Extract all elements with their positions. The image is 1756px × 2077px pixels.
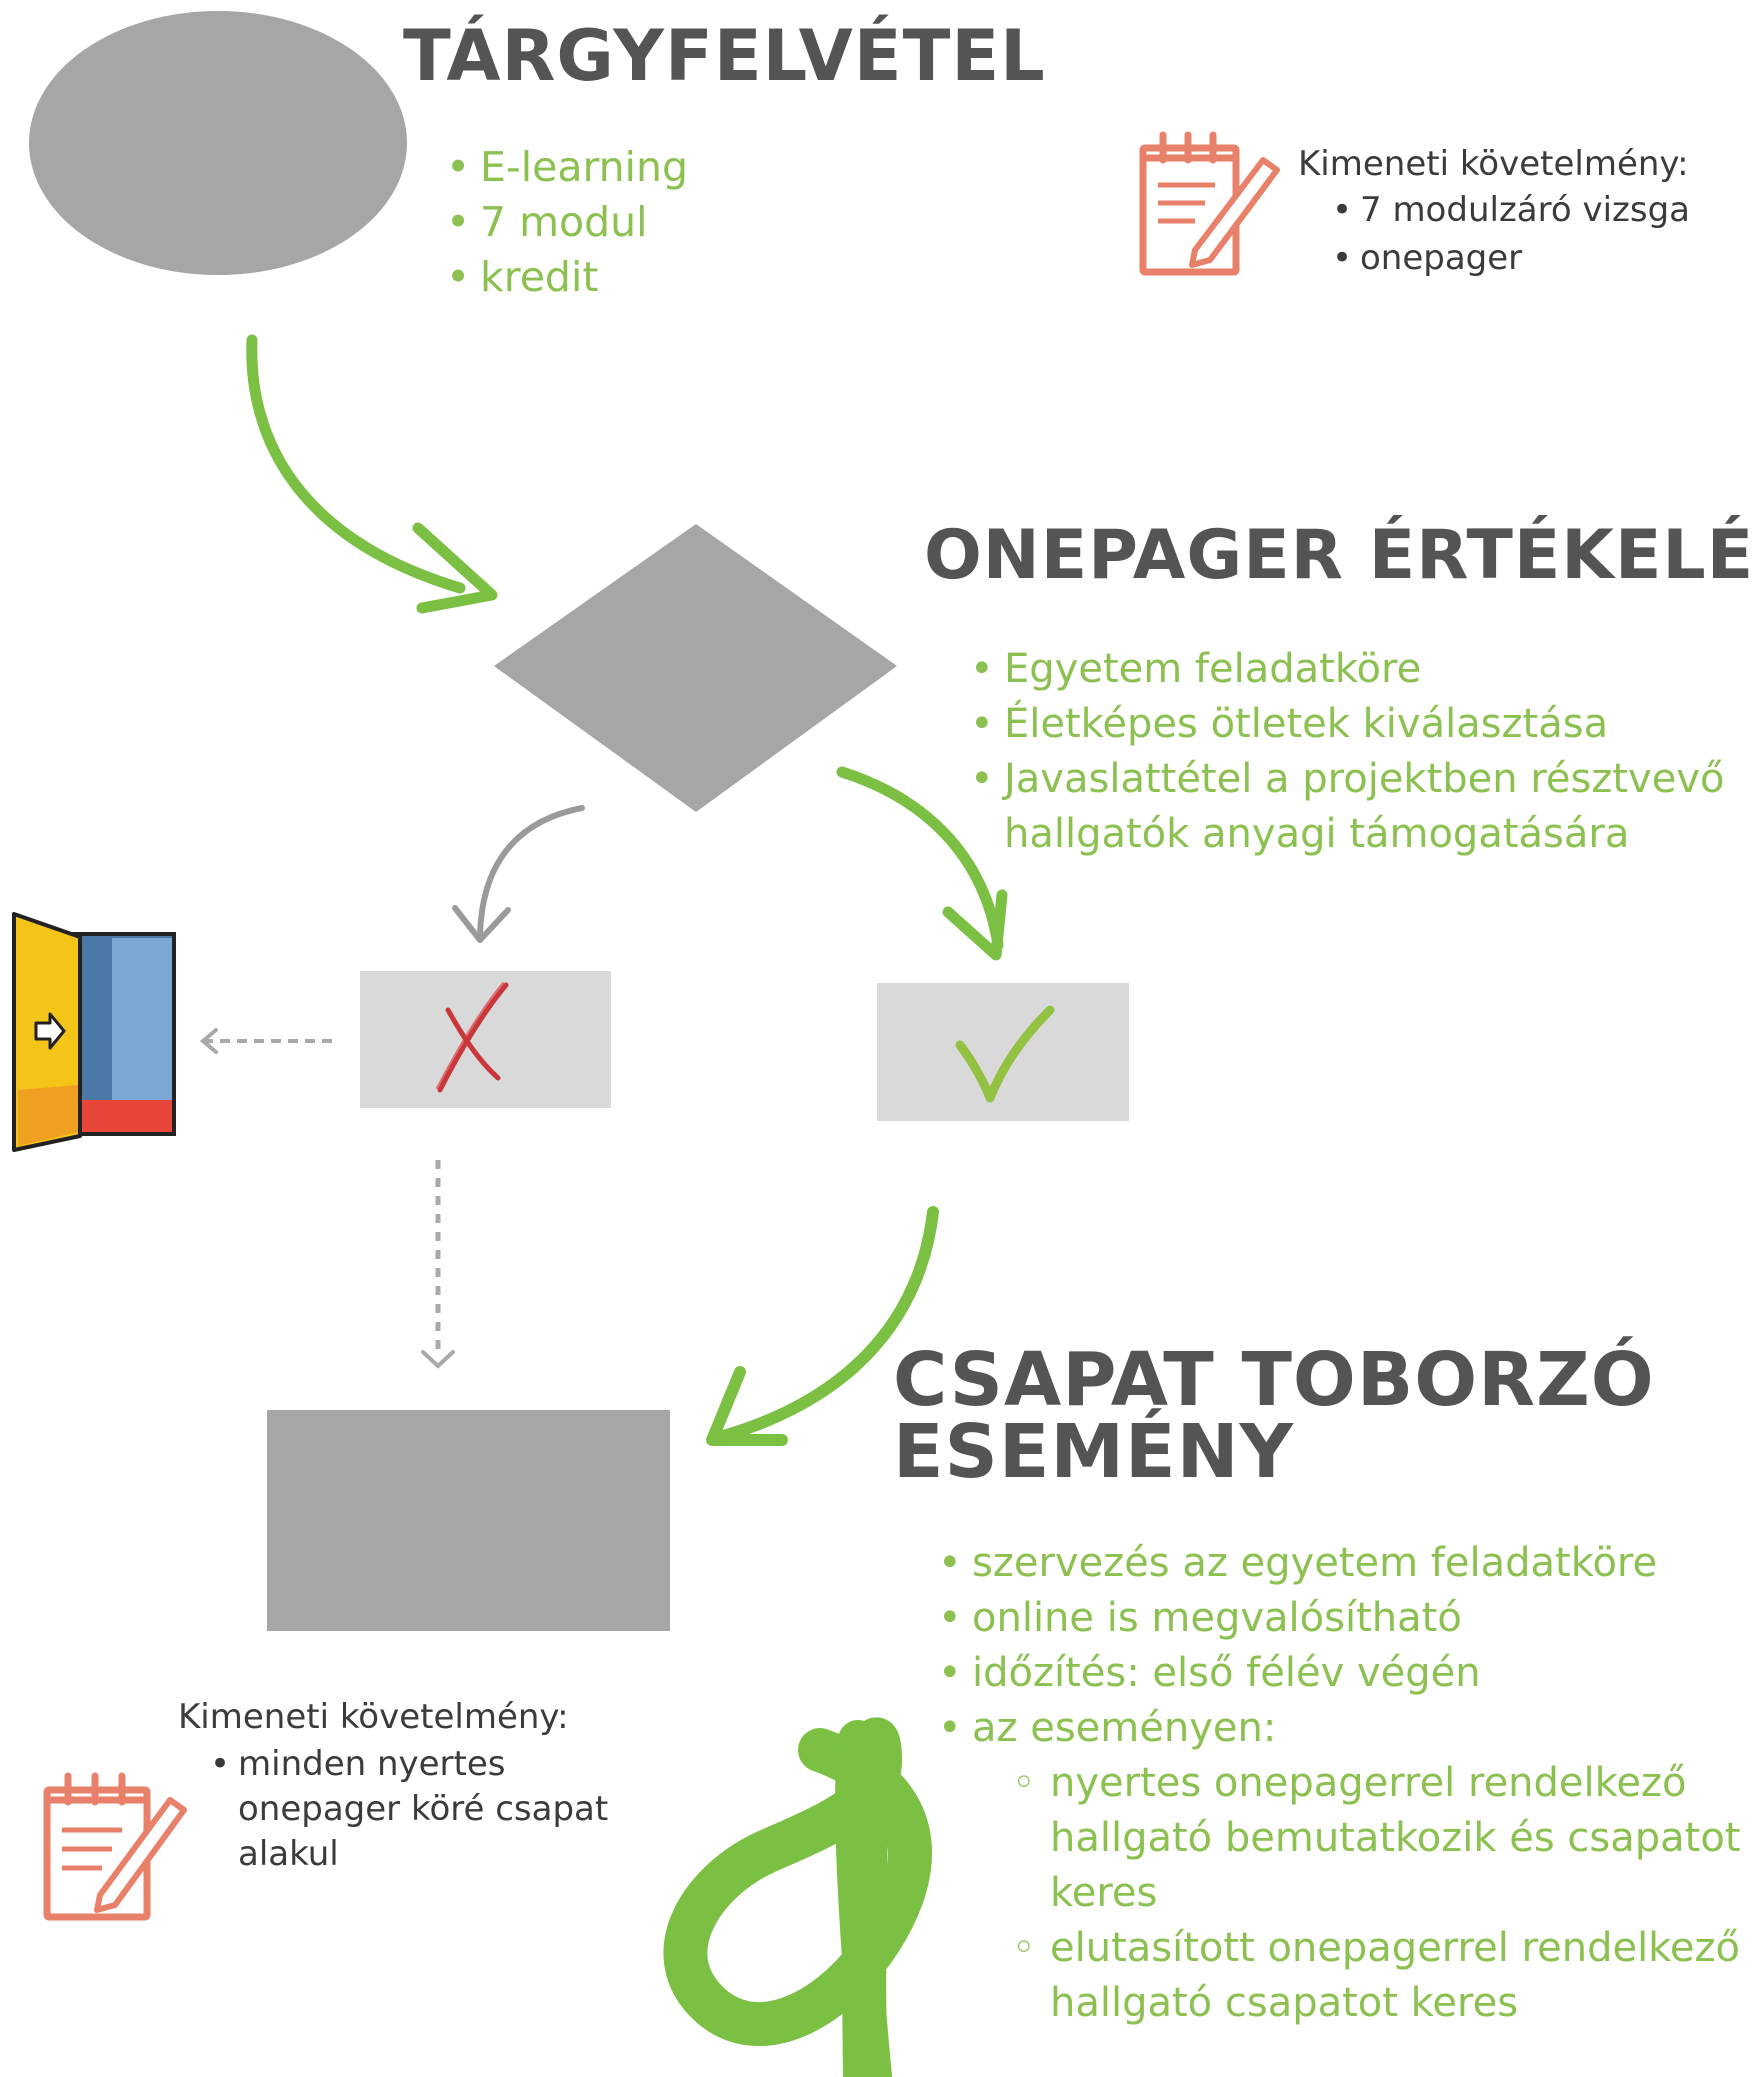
start-oval: [29, 11, 407, 275]
list-item: E-learning: [440, 140, 688, 195]
list-item: online is megvalósítható: [932, 1591, 1752, 1646]
exit-requirement-list: 7 modulzáró vizsga onepager: [1326, 186, 1690, 282]
arrow-to-accept-head: [942, 889, 1008, 961]
notepad-pencil-icon: [1139, 131, 1280, 276]
exit-door-icon: [12, 912, 176, 1152]
arrow-to-evaluation-head: [412, 522, 498, 614]
list-item: Egyetem feladatköre: [964, 642, 1754, 697]
list-item: kredit: [440, 250, 688, 305]
list-item: Javaslattétel a projektben résztvevő hal…: [964, 752, 1754, 862]
reject-box: [360, 971, 611, 1108]
check-mark-icon: [955, 1005, 1055, 1103]
arrow-to-team: [714, 1206, 939, 1443]
cross-mark-icon: [436, 982, 509, 1093]
list-item: nyertes onepagerrel rendelkező hallgató …: [972, 1756, 1752, 1921]
evaluation-title: ONEPAGER ÉRTÉKELÉS: [924, 516, 1756, 595]
list-item: szervezés az egyetem feladatköre: [932, 1536, 1752, 1591]
list-item: Életképes ötletek kiválasztása: [964, 697, 1754, 752]
list-item: minden nyertes onepager köré csapat alak…: [204, 1742, 624, 1877]
enrollment-list: E-learning 7 modul kredit: [440, 140, 688, 305]
accept-box: [877, 983, 1129, 1121]
arrow-to-reject-head: [452, 905, 511, 943]
enrollment-title: TÁRGYFELVÉTEL: [403, 15, 1046, 97]
decorative-green-stroke: [835, 1720, 892, 2077]
arrow-to-reject: [477, 805, 585, 938]
arrow-to-team-head: [706, 1366, 788, 1446]
notepad-pencil-icon: [43, 1772, 187, 1921]
exit-requirement-label: Kimeneti követelmény:: [178, 1697, 569, 1737]
recruitment-list: szervezés az egyetem feladatköre online …: [932, 1536, 1752, 1756]
decision-diamond: [494, 524, 897, 812]
list-item: 7 modulzáró vizsga: [1326, 186, 1690, 234]
evaluation-list: Egyetem feladatköre Életképes ötletek ki…: [964, 642, 1754, 862]
list-item: onepager: [1326, 234, 1690, 282]
team-box: [267, 1410, 670, 1631]
exit-requirement-list: minden nyertes onepager köré csapat alak…: [204, 1742, 624, 1877]
recruitment-title-line2: ESEMÉNY: [893, 1409, 1295, 1495]
list-item: az eseményen:: [932, 1701, 1752, 1756]
list-item: elutasított onepagerrel rendelkező hallg…: [972, 1921, 1752, 2031]
recruitment-title-line1: CSAPAT TOBORZÓ: [893, 1337, 1655, 1423]
list-item: időzítés: első félév végén: [932, 1646, 1752, 1701]
dashed-arrow-to-team-head: [421, 1350, 455, 1369]
arrow-to-accept: [836, 766, 1004, 951]
recruitment-sublist: nyertes onepagerrel rendelkező hallgató …: [972, 1756, 1752, 2031]
dashed-arrow-to-exit-head: [199, 1028, 218, 1054]
exit-requirement-label: Kimeneti követelmény:: [1298, 144, 1689, 184]
arrow-to-evaluation: [246, 334, 466, 594]
list-item: 7 modul: [440, 195, 688, 250]
